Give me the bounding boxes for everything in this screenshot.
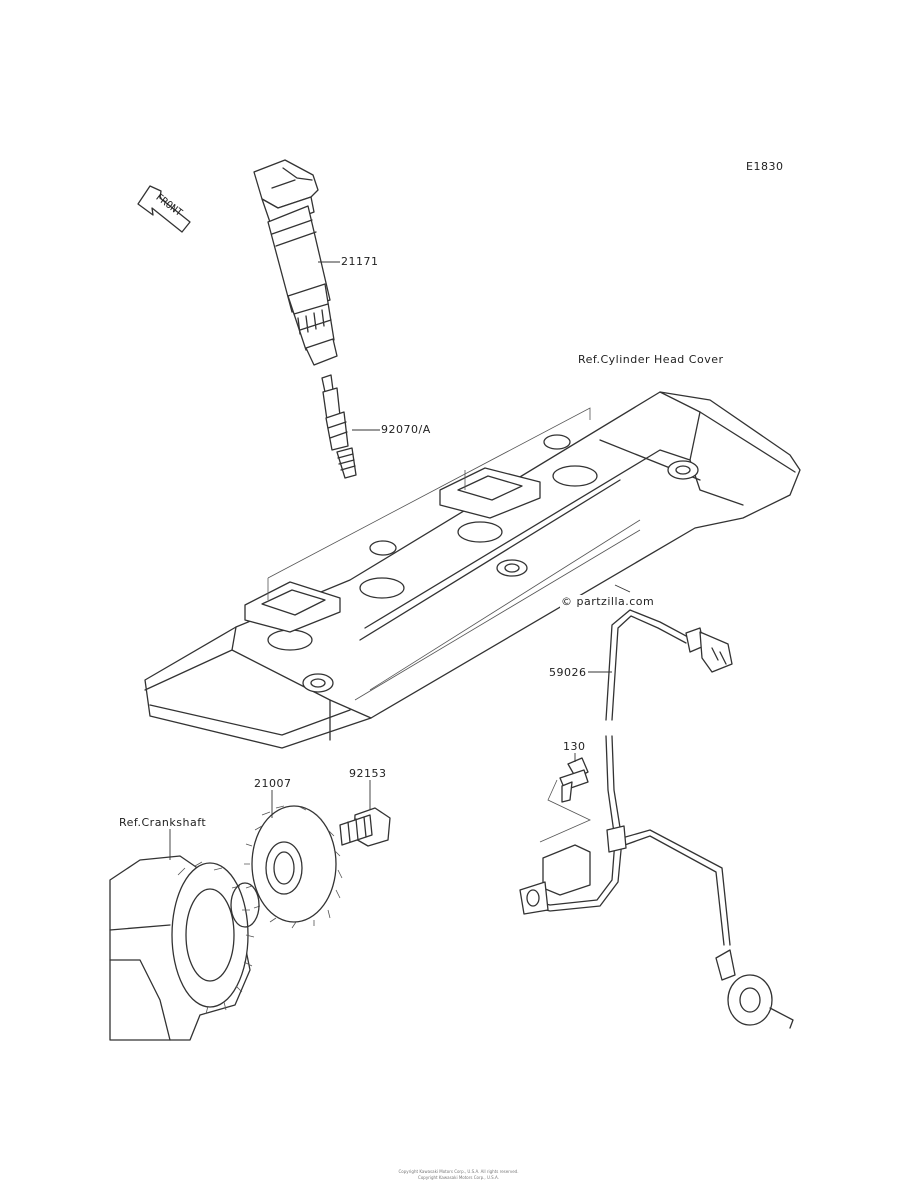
- diagram-code: E1830: [745, 160, 785, 173]
- harness-59026: [519, 609, 794, 1029]
- bolt-92153: [339, 807, 391, 847]
- bolt-130: [559, 757, 589, 803]
- ref-cylinder-head-cover: Ref.Cylinder Head Cover: [577, 353, 725, 366]
- callout-21007: 21007: [253, 777, 293, 790]
- callout-21171: 21171: [340, 255, 380, 268]
- callout-130: 130: [562, 740, 587, 753]
- timing-rotor: [244, 805, 343, 929]
- front-arrow-icon: FRONT: [137, 185, 191, 233]
- footer-copyright: Copyright Kawasaki Motors Corp., U.S.A. …: [398, 1169, 519, 1174]
- watermark: © partzilla.com: [560, 595, 656, 608]
- callout-92070a: 92070/A: [380, 423, 432, 436]
- spark-plug: [321, 374, 357, 479]
- crankshaft-gear: [109, 855, 260, 1041]
- callout-92153: 92153: [348, 767, 388, 780]
- cylinder-head-cover: [144, 391, 801, 749]
- ref-crankshaft: Ref.Crankshaft: [118, 816, 208, 829]
- ignition-coil: [253, 159, 338, 366]
- footer-copyright-2: Copyright Kawasaki Motors Corp., U.S.A.: [418, 1175, 499, 1180]
- callout-59026: 59026: [548, 666, 588, 679]
- leader-lines: [169, 261, 631, 860]
